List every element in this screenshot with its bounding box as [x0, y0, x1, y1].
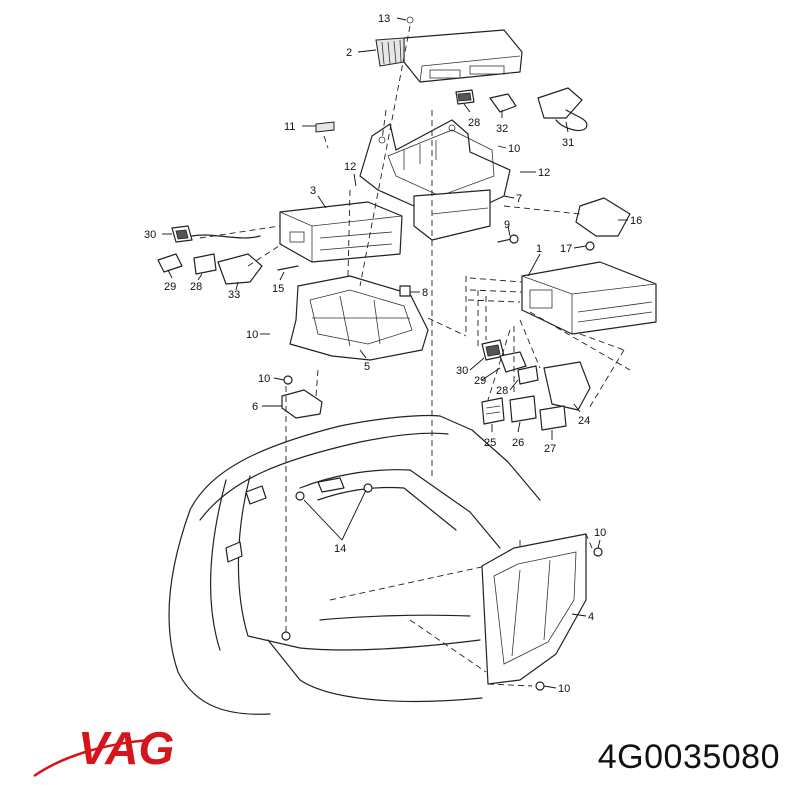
callout-32: 32	[496, 123, 508, 135]
callout-12-right: 12	[538, 167, 550, 179]
callout-25: 25	[484, 437, 496, 449]
callout-labels: 13 2 11 28 32 31 10 12 12 3 7 16 30 9 17…	[144, 13, 642, 695]
callout-1: 1	[536, 243, 542, 255]
callout-30-left: 30	[144, 229, 156, 241]
callout-8: 8	[422, 287, 428, 299]
callout-31: 31	[562, 137, 574, 149]
lower-bracket	[289, 275, 429, 361]
logo-text: VAG	[78, 722, 174, 774]
guide-lines	[199, 25, 631, 687]
callout-26: 26	[512, 437, 524, 449]
module-16	[575, 197, 631, 237]
callout-28-top: 28	[468, 117, 480, 129]
control-unit-right	[521, 261, 657, 335]
logo-swoosh	[33, 738, 151, 778]
callout-30-right: 30	[456, 365, 468, 377]
callout-4: 4	[588, 611, 594, 623]
callout-28-right: 28	[496, 385, 508, 397]
callout-29-left: 29	[164, 281, 176, 293]
vag-logo: VAG	[33, 722, 174, 778]
trunk-body-outline	[168, 414, 541, 715]
label-sticker	[315, 121, 335, 133]
upper-bracket	[359, 119, 511, 241]
part-number: 4G0035080	[597, 738, 780, 776]
connectors-left	[157, 225, 263, 285]
callout-14: 14	[334, 543, 346, 555]
control-unit-top	[375, 16, 523, 83]
callout-6: 6	[252, 401, 258, 413]
callout-10-top: 10	[508, 143, 520, 155]
callout-16: 16	[630, 215, 642, 227]
callout-27: 27	[544, 443, 556, 455]
callout-10-bottom: 10	[558, 683, 570, 695]
callout-11: 11	[284, 121, 295, 133]
callout-15: 15	[272, 283, 284, 295]
callout-7: 7	[516, 193, 522, 205]
small-bracket-6	[281, 375, 323, 419]
callout-28-left: 28	[190, 281, 202, 293]
fasteners-right	[497, 234, 595, 251]
side-bracket-4	[481, 533, 603, 691]
callout-10-left: 10	[246, 329, 258, 341]
leader-lines	[162, 17, 628, 689]
callout-24: 24	[578, 415, 590, 427]
callout-10-mid: 10	[258, 373, 270, 385]
control-unit-middle	[279, 201, 403, 263]
callout-9: 9	[504, 219, 510, 231]
bolt-15	[277, 265, 299, 271]
callout-3: 3	[310, 185, 316, 197]
callout-17: 17	[560, 243, 572, 255]
callout-12-left: 12	[344, 161, 356, 173]
callout-10-side: 10	[594, 527, 606, 539]
connectors-top-right	[455, 87, 588, 132]
connectors-right	[481, 339, 591, 431]
callout-5: 5	[364, 361, 370, 373]
callout-33: 33	[228, 289, 240, 301]
callout-13: 13	[378, 13, 390, 25]
callout-2: 2	[346, 47, 352, 59]
callout-29-right: 29	[474, 375, 486, 387]
